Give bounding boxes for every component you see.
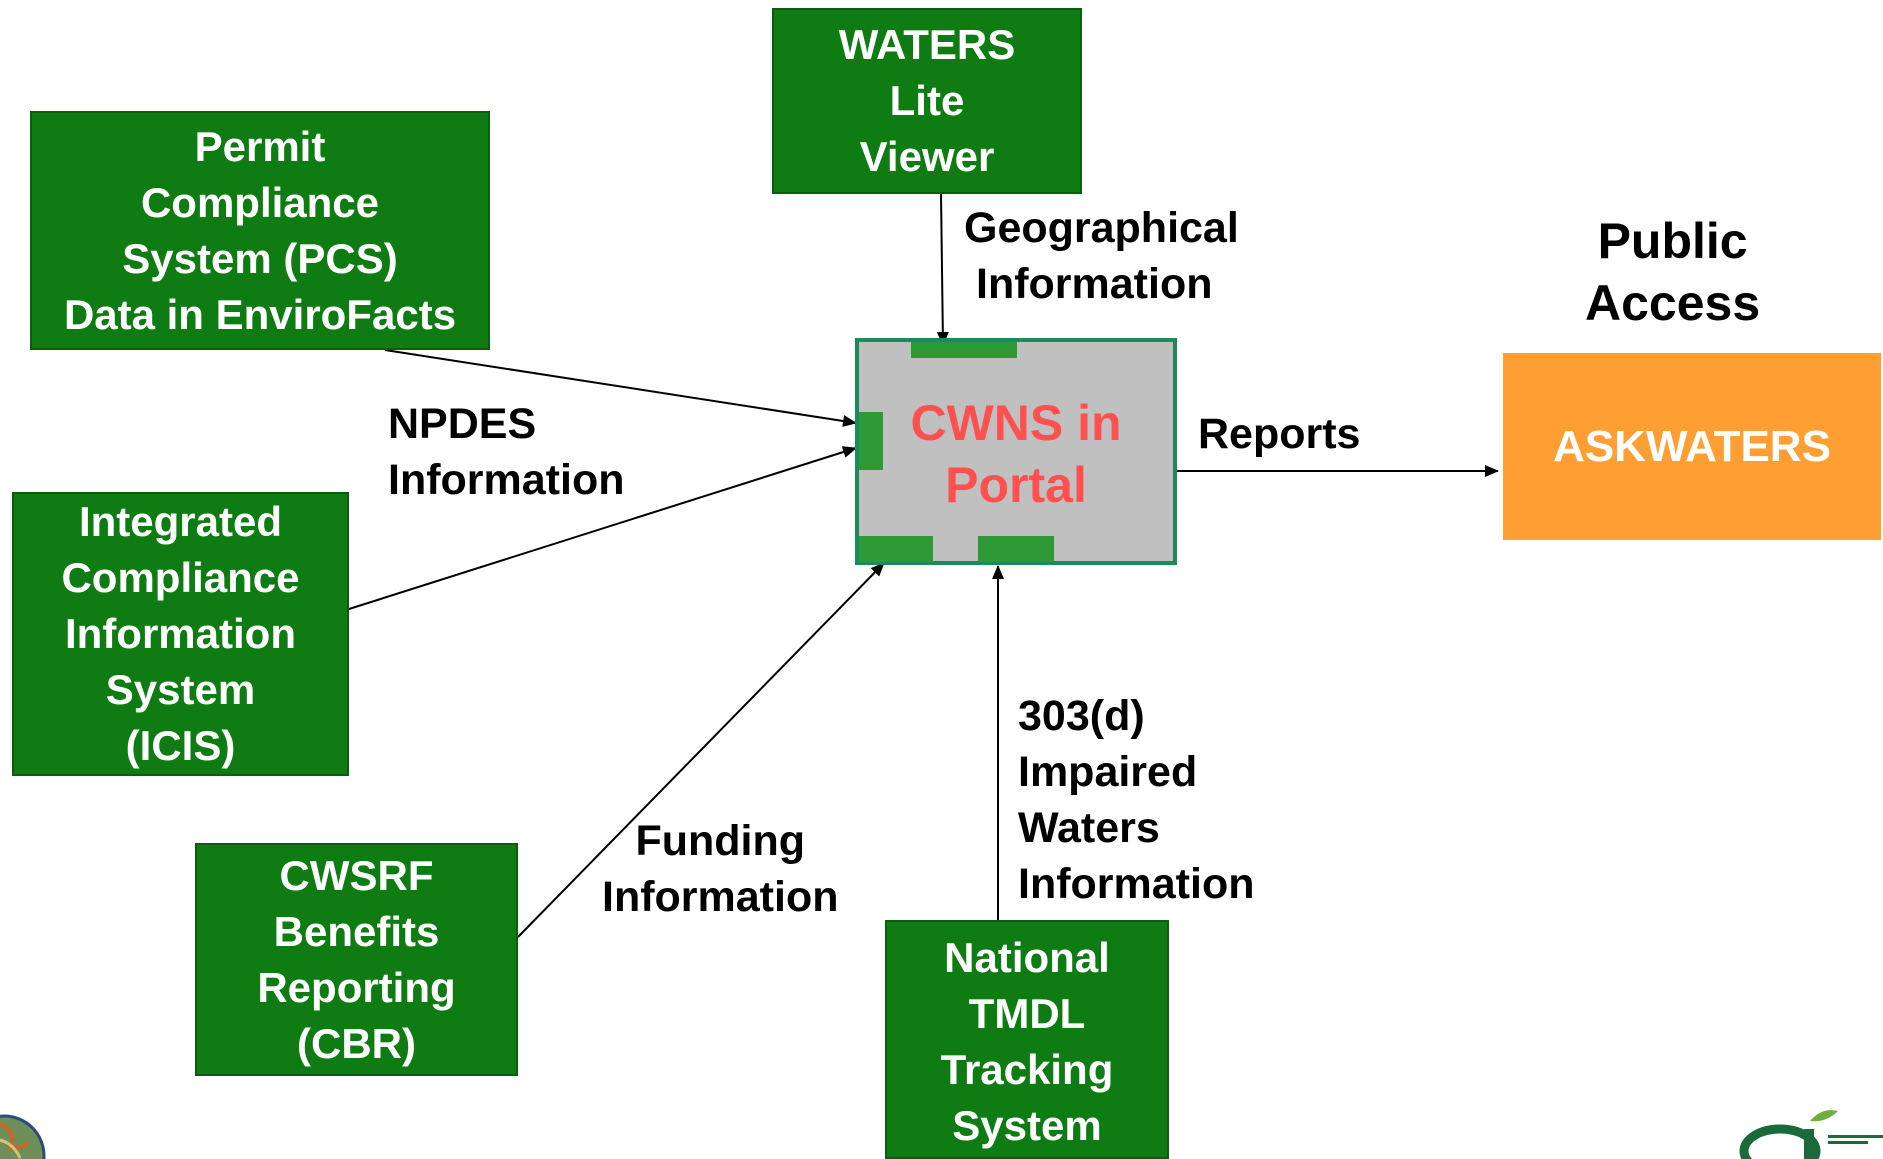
arrow-pcs-to-portal	[384, 349, 857, 427]
node-label: Permit	[194, 122, 326, 170]
edge-label-geographical: Geographical Information	[964, 200, 1239, 312]
node-label: System	[952, 1102, 1102, 1149]
edge-label-line: Information	[1018, 860, 1255, 908]
portal-title: Portal	[945, 457, 1087, 513]
node-label: (ICIS)	[125, 722, 236, 769]
edge-label-line: Impaired	[1018, 748, 1198, 796]
node-label: System (PCS)	[122, 234, 398, 282]
public-access-heading: Public Access	[1585, 210, 1760, 334]
node-label: Lite	[889, 77, 965, 124]
node-label: Compliance	[140, 178, 380, 226]
waters-lite-viewer-box: WATERS Lite Viewer	[772, 8, 1082, 194]
edge-label-line: Information	[602, 873, 839, 921]
edge-label-line: 303(d)	[1018, 692, 1145, 740]
arrow-icis-to-portal	[348, 446, 857, 610]
node-label: Compliance	[61, 554, 300, 601]
cbr-box: CWSRF Benefits Reporting (CBR)	[195, 843, 518, 1076]
portal-title: CWNS in	[910, 395, 1122, 451]
node-label: Data in EnviroFacts	[63, 290, 457, 338]
portal-connector-bottom-left	[859, 536, 933, 562]
portal-connector-left	[859, 412, 883, 470]
edge-label-line: Information	[976, 260, 1213, 308]
node-label: Benefits	[273, 907, 440, 955]
edge-label-funding: Funding Information	[602, 813, 838, 925]
edge-label-reports: Reports	[1198, 406, 1360, 462]
pcs-box: Permit Compliance System (PCS) Data in E…	[30, 111, 490, 350]
edge-label-line: Geographical	[964, 204, 1239, 252]
node-label: (CBR)	[297, 1019, 416, 1067]
edge-label-npdes: NPDES Information	[388, 396, 624, 508]
node-label: Viewer	[859, 133, 995, 180]
globe-logo-icon	[0, 1114, 46, 1159]
node-label: Tracking	[940, 1046, 1114, 1093]
edge-label-line: Waters	[1018, 804, 1160, 852]
node-label: National	[944, 934, 1110, 981]
node-label: WATERS	[838, 21, 1016, 68]
edge-label-impaired-waters: 303(d) Impaired Waters Information	[1018, 688, 1254, 912]
askwaters-box: ASKWATERS	[1503, 353, 1881, 540]
node-label: Reporting	[257, 963, 456, 1011]
node-label: Integrated	[78, 498, 283, 545]
heading-line: Public	[1597, 213, 1748, 269]
cwns-portal-box: CWNS in Portal	[855, 338, 1177, 565]
portal-connector-bottom-right	[978, 536, 1054, 562]
node-label: TMDL	[968, 990, 1086, 1037]
icis-box: Integrated Compliance Information System…	[12, 492, 349, 776]
oei-logo-icon	[1739, 1110, 1883, 1159]
node-label: CWSRF	[279, 851, 434, 899]
node-label: Information	[65, 610, 296, 657]
portal-connector-top	[911, 342, 1017, 358]
edge-label-line: NPDES	[388, 400, 537, 448]
edge-label-line: Funding	[635, 817, 806, 865]
heading-line: Access	[1585, 275, 1761, 331]
arrow-cbr-to-portal	[517, 562, 885, 938]
arrow-waters-to-portal	[936, 193, 949, 346]
askwaters-label: ASKWATERS	[1553, 421, 1831, 471]
node-label: System	[105, 666, 256, 713]
tmdl-box: National TMDL Tracking System	[885, 920, 1169, 1159]
edge-label-line: Information	[388, 456, 625, 504]
edge-label-line: Reports	[1198, 410, 1361, 458]
